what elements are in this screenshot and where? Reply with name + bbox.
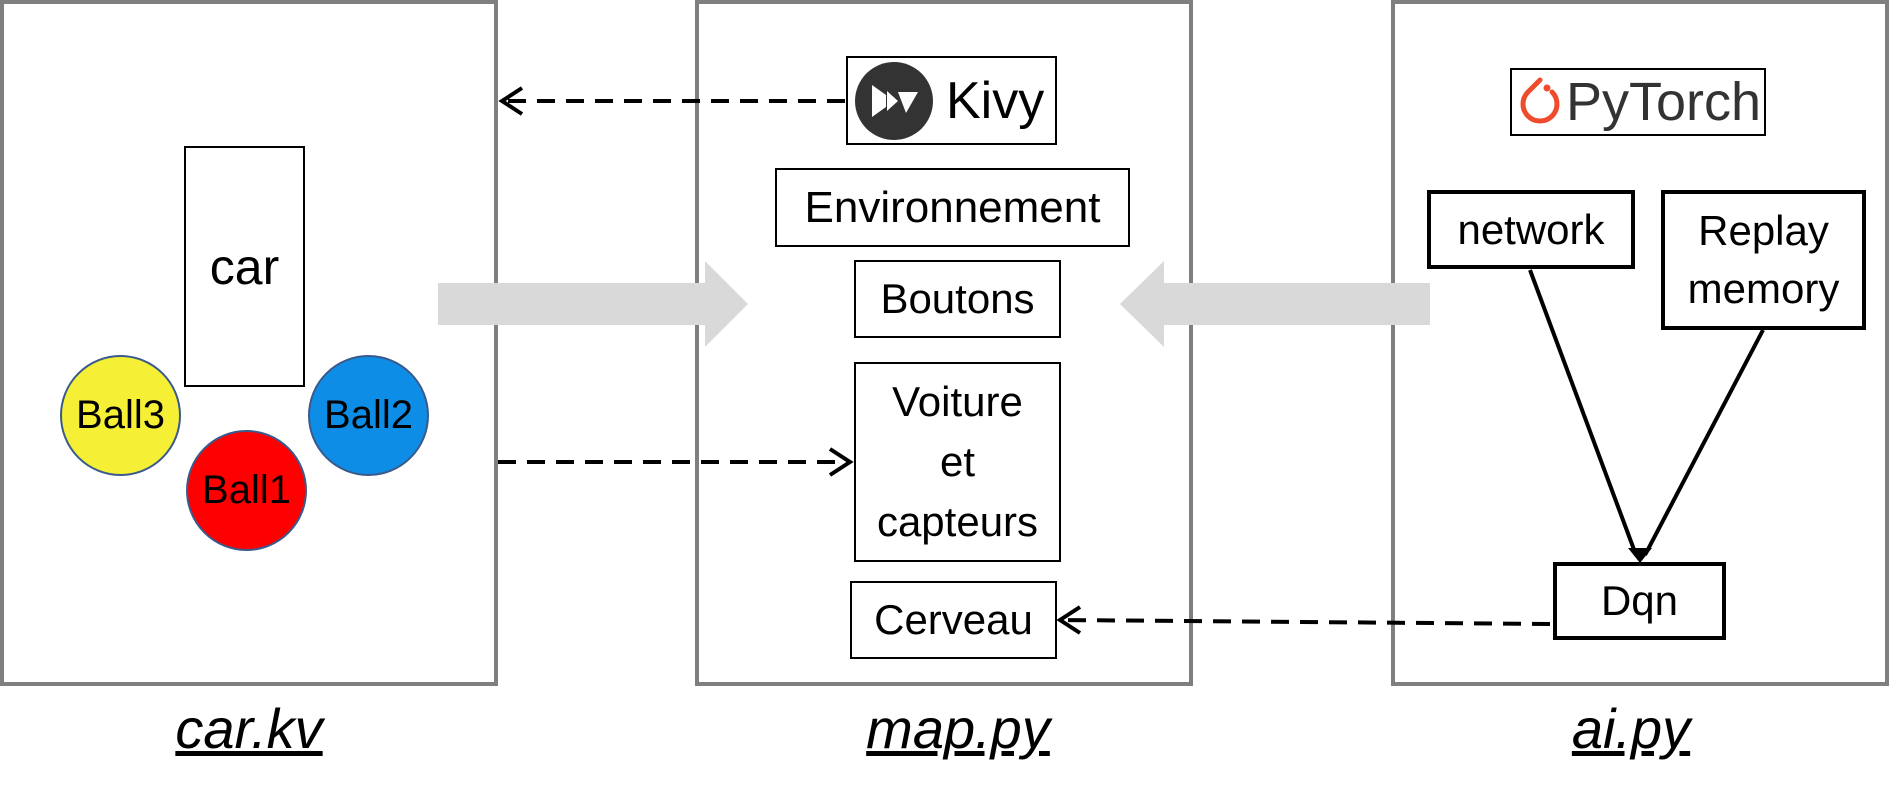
car-label: car <box>209 238 280 295</box>
voiture-capteurs-box: Voiture et capteurs <box>854 362 1061 562</box>
ball1-label: Ball1 <box>202 468 291 512</box>
dqn-box: Dqn <box>1553 562 1726 640</box>
voiture-label: Voiture <box>892 378 1023 425</box>
dashed-kivy-arrowhead <box>498 86 524 116</box>
replay-label: Replay <box>1698 207 1829 254</box>
kivy-logo-icon <box>855 61 933 140</box>
kivy-box: Kivy <box>846 56 1057 145</box>
ball3: Ball3 <box>60 355 181 476</box>
replay-to-dqn-line <box>1643 329 1765 556</box>
kivy-label: Kivy <box>946 71 1045 130</box>
memory-label: memory <box>1687 265 1840 312</box>
dqn-arrowhead <box>1628 548 1652 563</box>
pytorch-flame-icon <box>1520 77 1560 124</box>
boutons-box: Boutons <box>854 260 1061 338</box>
ball3-label: Ball3 <box>76 393 165 437</box>
dashed-dqn-to-cerveau <box>1059 618 1551 626</box>
ball1: Ball1 <box>186 430 307 551</box>
pytorch-label: PyTorch <box>1566 72 1762 132</box>
ball2: Ball2 <box>308 355 429 476</box>
ball2-label: Ball2 <box>324 393 413 437</box>
boutons-label: Boutons <box>880 275 1035 322</box>
pytorch-box: PyTorch <box>1510 68 1766 136</box>
network-label: network <box>1457 205 1605 253</box>
flow-arrow-right-to-map <box>1120 261 1430 347</box>
replay-memory-box: Replay memory <box>1661 190 1866 330</box>
dashed-cerveau-arrowhead <box>1056 605 1082 635</box>
dqn-label: Dqn <box>1600 577 1679 624</box>
file-label-ai-py: ai.py <box>1571 697 1691 760</box>
environnement-box: Environnement <box>775 168 1130 247</box>
flow-arrow-left-to-map <box>438 261 748 347</box>
car-box: car <box>184 146 305 387</box>
network-to-dqn-line <box>1528 269 1638 556</box>
et-label: et <box>939 438 976 485</box>
environnement-label: Environnement <box>804 182 1101 232</box>
cerveau-label: Cerveau <box>874 596 1033 643</box>
dashed-voiture-arrowhead <box>828 447 854 477</box>
capteurs-label: capteurs <box>876 498 1039 545</box>
network-box: network <box>1427 190 1635 269</box>
file-label-car-kv: car.kv <box>175 697 323 760</box>
cerveau-box: Cerveau <box>850 581 1057 659</box>
file-label-map-py: map.py <box>866 697 1050 760</box>
